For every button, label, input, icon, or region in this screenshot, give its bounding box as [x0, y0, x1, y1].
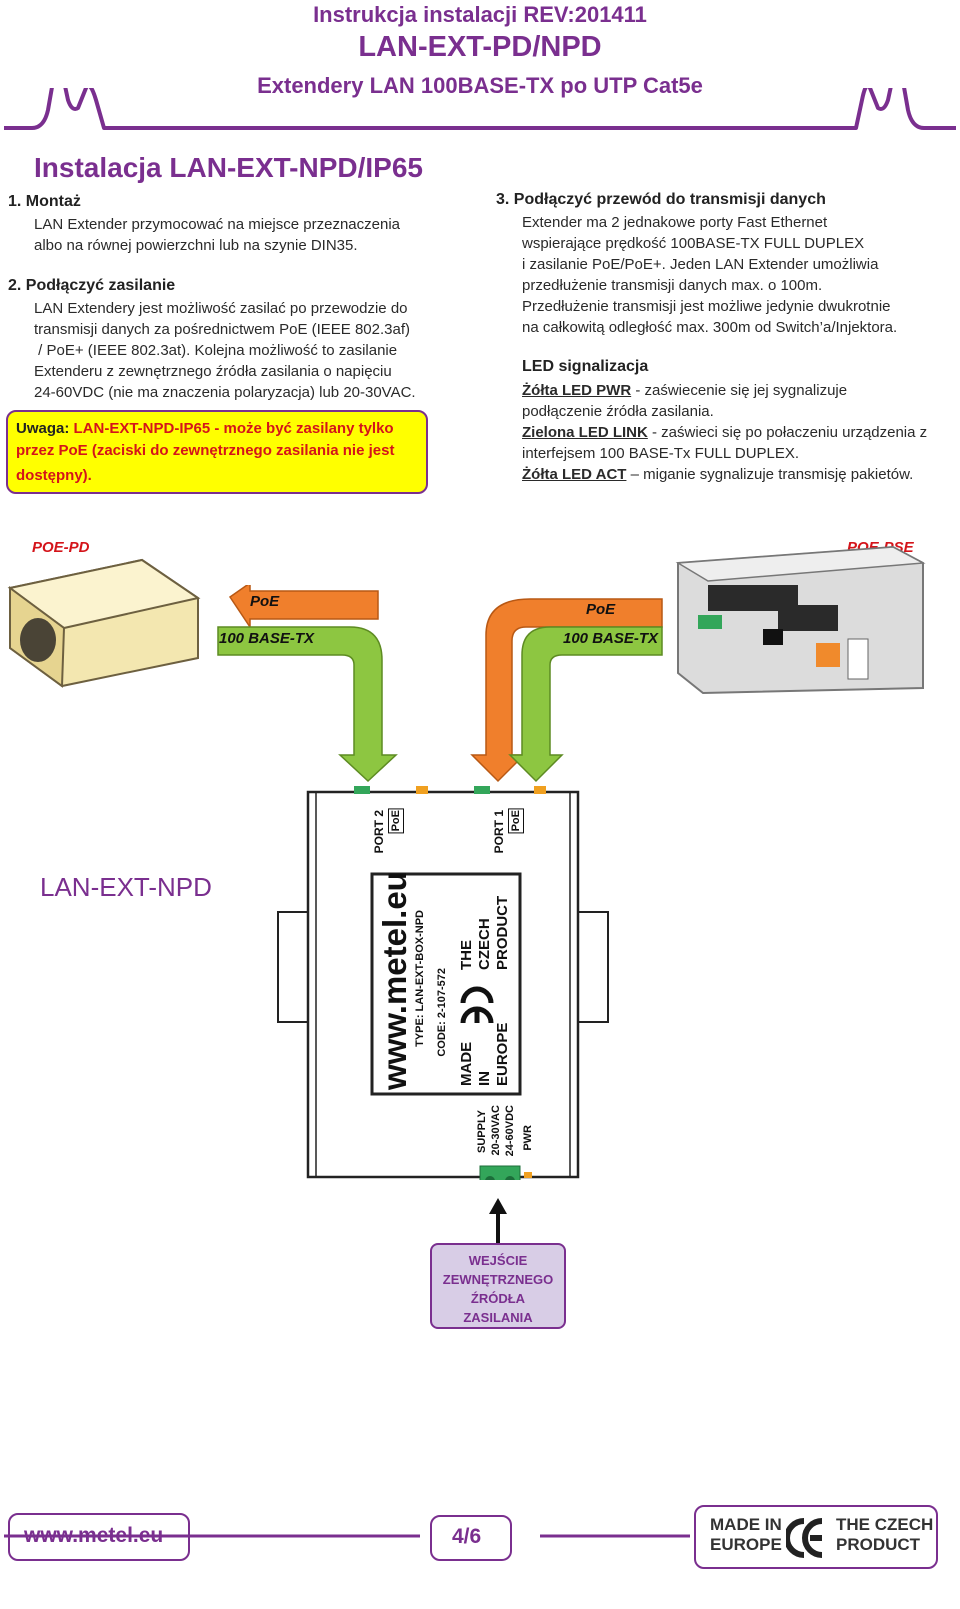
port-1-label: PORT 1	[492, 810, 506, 854]
warning-box: Uwaga: LAN-EXT-NPD-IP65 - może być zasil…	[6, 410, 428, 494]
poe-pd-label: POE-PD	[32, 539, 90, 556]
doc-model: LAN-EXT-PD/NPD	[358, 31, 602, 63]
supply-ac: 20-30VAC	[490, 1105, 502, 1156]
poe-label-left: PoE	[250, 593, 280, 610]
data-arrow-right	[508, 626, 663, 783]
supply-dc: 24-60VDC	[504, 1105, 516, 1157]
doc-revision: Instrukcja instalacji REV:201411	[313, 2, 647, 27]
step-3-title: 3. Podłączyć przewód do transmisji danyc…	[496, 191, 826, 208]
label-code: CODE: 2-107-572	[436, 968, 448, 1057]
step-3-text: Extender ma 2 jednakowe porty Fast Ether…	[522, 214, 898, 336]
poe-label-right: PoE	[586, 601, 616, 618]
footer-divider	[4, 1534, 690, 1538]
footer-page-box: 4/6	[430, 1515, 512, 1561]
poe-arrow-right	[470, 598, 663, 783]
step-2-text: LAN Extendery jest możliwość zasilać po …	[34, 300, 416, 401]
switch-image	[675, 545, 926, 695]
connection-arrows	[217, 585, 663, 783]
ce-mark-footer-icon	[786, 1518, 823, 1558]
data-arrow-left	[217, 626, 398, 783]
label-url: www.metel.eu	[376, 871, 413, 1090]
poe-arrow-left	[228, 585, 379, 630]
step-1-text: LAN Extender przymocować na miejsce prze…	[34, 216, 400, 254]
step-2-title: 2. Podłączyć zasilanie	[8, 277, 176, 294]
base-tx-label-right: 100 BASE-TX	[563, 630, 659, 647]
page-number: 4/6	[452, 1525, 482, 1548]
label-czech: THE CZECH PRODUCT	[458, 895, 511, 970]
header-divider	[4, 88, 956, 130]
supply-label: SUPPLY	[476, 1110, 488, 1154]
device-enclosure	[277, 786, 609, 1180]
port-2-poe-tag: PoE	[388, 808, 404, 834]
pwr-label: PWR	[522, 1125, 534, 1151]
footer-url-box: www.metel.eu	[8, 1513, 190, 1561]
warning-label: Uwaga:	[16, 420, 74, 437]
doc-subtitle: Extendery LAN 100BASE-TX po UTP Cat5e	[257, 73, 703, 98]
step-1-title: 1. Montaż	[8, 193, 81, 210]
ce-mark-icon	[460, 986, 494, 1024]
power-input-arrow	[489, 1198, 507, 1244]
port-1-poe-tag: PoE	[508, 808, 524, 834]
label-type: TYPE: LAN-EXT-BOX-NPD	[414, 910, 426, 1047]
port-2-label: PORT 2	[372, 810, 386, 854]
led-title: LED signalizacja	[522, 358, 649, 375]
camera-image	[7, 558, 201, 688]
base-tx-label-left: 100 BASE-TX	[219, 630, 315, 647]
device-name: LAN-EXT-NPD	[40, 872, 212, 902]
label-made-in: MADE IN EUROPE	[458, 1022, 511, 1086]
section-title: Instalacja LAN-EXT-NPD/IP65	[34, 152, 424, 183]
led-descriptions: Żółta LED PWR - zaświecenie się jej sygn…	[522, 382, 928, 483]
